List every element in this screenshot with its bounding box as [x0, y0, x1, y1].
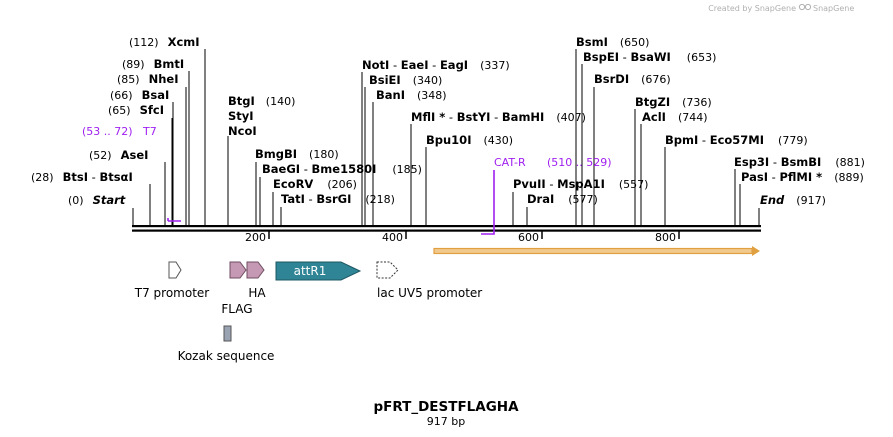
sequence-backbone: [132, 225, 761, 232]
site-bpmi[interactable]: BpmI - Eco57MI(779): [665, 133, 808, 147]
promoter-arrow-icon: [168, 261, 182, 279]
snapgene-logo-icon: [798, 3, 812, 11]
site-btgi[interactable]: BtgI(140): [228, 94, 295, 108]
map-length: 917 bp: [427, 415, 465, 428]
primer-range: (53 .. 72): [82, 125, 133, 138]
site-bsiei[interactable]: BsiEI(340): [369, 73, 442, 87]
site-start[interactable]: (0)Start: [68, 193, 126, 207]
site-bspei[interactable]: BspEI - BsaWI(653): [583, 50, 716, 64]
site-asei[interactable]: (52)AseI: [89, 148, 148, 162]
primer-name: CAT-R: [494, 156, 526, 169]
site-bmti[interactable]: (89)BmtI: [122, 57, 184, 71]
feature-attr1[interactable]: attR1: [275, 261, 362, 281]
site-nhei[interactable]: (85)NheI: [117, 72, 178, 86]
tag-arrow-icon: [246, 261, 265, 279]
feature-label: FLAG: [221, 302, 252, 316]
feature-ha[interactable]: HA: [246, 261, 266, 300]
tick-label: 800: [655, 231, 676, 244]
site-btsi[interactable]: (28)BtsI - BtsαI: [31, 170, 133, 184]
primer-t7[interactable]: (53 .. 72) T7: [82, 125, 181, 222]
site-sfci[interactable]: (65)SfcI: [108, 103, 164, 117]
tick-label: 400: [382, 231, 403, 244]
site-pasi[interactable]: PasI - PflMI *(889): [741, 170, 864, 184]
site-ecorv[interactable]: EcoRV(206): [273, 177, 357, 191]
tick-label: 200: [245, 231, 266, 244]
site-ncoi[interactable]: NcoI: [228, 124, 257, 138]
tick-label: 600: [518, 231, 539, 244]
site-bsai[interactable]: (66)BsaI: [110, 88, 169, 102]
primer-name: T7: [142, 125, 157, 138]
primer-cat-r[interactable]: CAT-R (510 .. 529): [481, 156, 612, 235]
site-drai[interactable]: DraI(577): [527, 192, 598, 206]
site-baegi[interactable]: BaeGI - Bme1580I(185): [262, 162, 422, 176]
site-bmgbi[interactable]: BmgBI(180): [255, 147, 339, 161]
feature-label: T7 promoter: [134, 286, 210, 300]
site-btgzi[interactable]: BtgZI(736): [635, 95, 712, 109]
feature-t7-promoter[interactable]: T7 promoter: [134, 261, 210, 300]
primer-t7-arrow: [167, 218, 181, 222]
site-esp3i[interactable]: Esp3I - BsmBI(881): [734, 155, 865, 169]
primer-range: (510 .. 529): [547, 156, 612, 169]
site-bsrdi[interactable]: BsrDI(676): [594, 72, 671, 86]
primer-cat-r-arrow: [481, 170, 495, 235]
site-bpu10i[interactable]: Bpu10I(430): [426, 133, 513, 147]
site-bsmi[interactable]: BsmI(650): [576, 35, 649, 49]
site-mfli[interactable]: MflI * - BstYI - BamHI(407): [411, 110, 586, 124]
site-bani[interactable]: BanI(348): [376, 88, 447, 102]
tag-arrow-icon: [229, 261, 247, 279]
feature-label: lac UV5 promoter: [377, 286, 482, 300]
recombination-site-arrow-icon: [275, 261, 362, 281]
feature-label: Kozak sequence: [178, 349, 275, 363]
site-styi[interactable]: StyI: [228, 109, 254, 123]
site-acli[interactable]: AclI(744): [642, 110, 708, 124]
site-noti[interactable]: NotI - EaeI - EagI(337): [362, 58, 510, 72]
kozak-block-icon: [223, 325, 232, 342]
promoter-arrow-icon: [376, 261, 399, 279]
orf-arrow[interactable]: [433, 246, 760, 256]
snapgene-credit: Created by SnapGene: [708, 4, 796, 13]
site-tati[interactable]: TatI - BsrGI(218): [281, 192, 395, 206]
site-connector-lines: [132, 49, 760, 225]
axis-ticks: [268, 231, 680, 239]
feature-lac-uv5-promoter[interactable]: lac UV5 promoter: [376, 261, 482, 300]
feature-flag[interactable]: FLAG: [221, 261, 253, 316]
map-title: pFRT_DESTFLAGHA: [373, 399, 519, 415]
site-xcmi[interactable]: (112)XcmI: [129, 35, 200, 49]
feature-label: HA: [248, 286, 266, 300]
snapgene-brand: SnapGene: [813, 4, 854, 13]
site-end[interactable]: End(917): [760, 193, 826, 207]
site-pvuii[interactable]: PvuII - MspA1I(557): [513, 177, 648, 191]
feature-kozak[interactable]: Kozak sequence: [178, 325, 275, 363]
feature-label: attR1: [294, 264, 327, 278]
